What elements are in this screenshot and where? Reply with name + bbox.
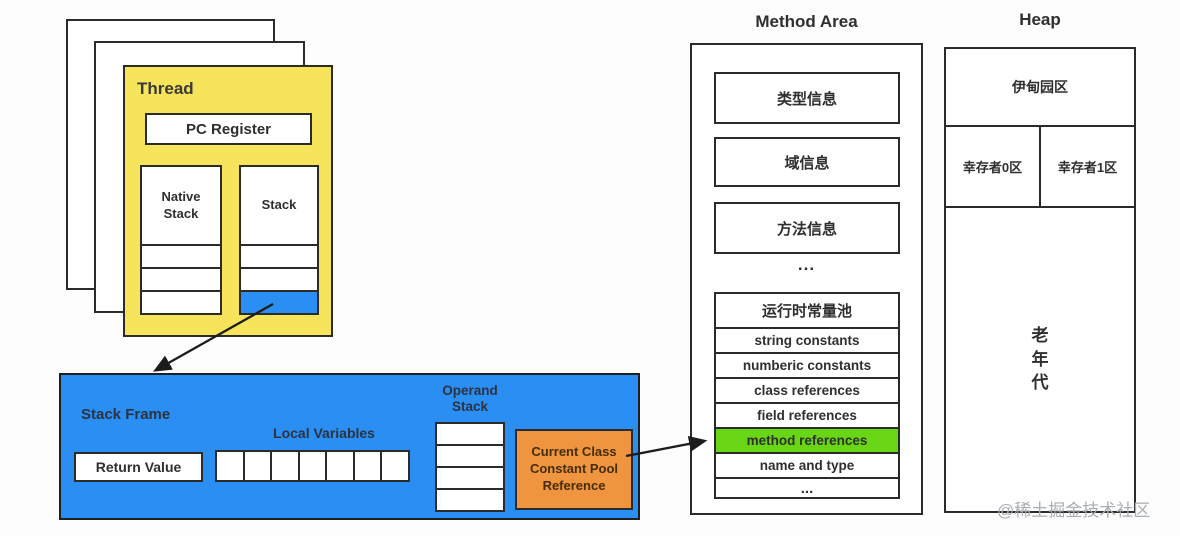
local-variable-cell xyxy=(299,452,328,480)
operand-stack-cell xyxy=(437,424,503,446)
current-class-constant-pool-reference-box: Current Class Constant Pool Reference xyxy=(515,429,633,510)
heap-title: Heap xyxy=(1019,10,1061,29)
operand-stack-cell xyxy=(437,490,503,510)
method-area-title: Method Area xyxy=(755,12,858,31)
thread-box: Thread PC Register Native Stack Stack xyxy=(123,65,333,337)
field-info-box: 域信息 xyxy=(714,137,900,187)
stack-slot xyxy=(241,244,317,267)
survivor-spaces-row: 幸存者0区 幸存者1区 xyxy=(946,127,1134,208)
survivor0-box: 幸存者0区 xyxy=(946,127,1041,206)
watermark: @稀土掘金技术社区 xyxy=(997,501,1151,520)
method-info-box: 方法信息 xyxy=(714,202,900,254)
pool-row-string-constants: string constants xyxy=(716,329,898,354)
local-variable-cell xyxy=(272,452,300,480)
local-variable-cell xyxy=(327,452,355,480)
local-variable-cell xyxy=(382,452,409,480)
stack-box: Stack xyxy=(239,165,319,315)
heap-box: 伊甸园区 幸存者0区 幸存者1区 老年代 xyxy=(944,47,1136,513)
native-stack-label: Native Stack xyxy=(161,189,201,221)
pool-row-method-references-highlighted: method references xyxy=(716,429,898,454)
local-variable-cell xyxy=(354,452,383,480)
pc-register-box: PC Register xyxy=(145,113,312,145)
old-generation-box: 老年代 xyxy=(946,208,1134,511)
pool-row-field-references: field references xyxy=(716,404,898,429)
native-stack-slot xyxy=(142,244,220,267)
operand-stack-cell xyxy=(437,468,503,490)
return-value-box: Return Value xyxy=(74,452,203,482)
pool-row-name-and-type: name and type xyxy=(716,454,898,479)
local-variable-cell xyxy=(217,452,245,480)
local-variables-label: Local Variables xyxy=(273,425,375,441)
method-area-box: 类型信息 域信息 方法信息 ... 运行时常量池 string constant… xyxy=(690,43,923,515)
stack-frame-title: Stack Frame xyxy=(81,406,171,423)
operand-stack-cells xyxy=(435,422,505,512)
runtime-constant-pool-header: 运行时常量池 xyxy=(716,294,898,329)
type-info-box: 类型信息 xyxy=(714,72,900,124)
method-area-ellipsis: ... xyxy=(797,255,816,274)
stack-label: Stack xyxy=(261,197,297,213)
native-stack-box: Native Stack xyxy=(140,165,222,315)
survivor1-box: 幸存者1区 xyxy=(1057,160,1118,175)
thread-title: Thread xyxy=(137,79,194,98)
stack-slot xyxy=(241,267,317,290)
pool-row-ellipsis: ... xyxy=(716,479,898,497)
operand-stack-label: Operand Stack xyxy=(442,383,498,415)
native-stack-slot xyxy=(142,267,220,290)
stack-current-frame-slot xyxy=(241,290,317,313)
operand-stack-cell xyxy=(437,446,503,468)
local-variable-cell xyxy=(244,452,273,480)
eden-space-box: 伊甸园区 xyxy=(946,49,1134,127)
pool-row-class-references: class references xyxy=(716,379,898,404)
stack-frame-box: Stack Frame Return Value Local Variables… xyxy=(59,373,640,520)
native-stack-slot xyxy=(142,290,220,313)
pool-row-numberic-constants: numberic constants xyxy=(716,354,898,379)
runtime-constant-pool-box: 运行时常量池 string constants numberic constan… xyxy=(714,292,900,499)
old-generation-label: 老年代 xyxy=(1031,325,1049,393)
local-variables-cells xyxy=(215,450,410,482)
